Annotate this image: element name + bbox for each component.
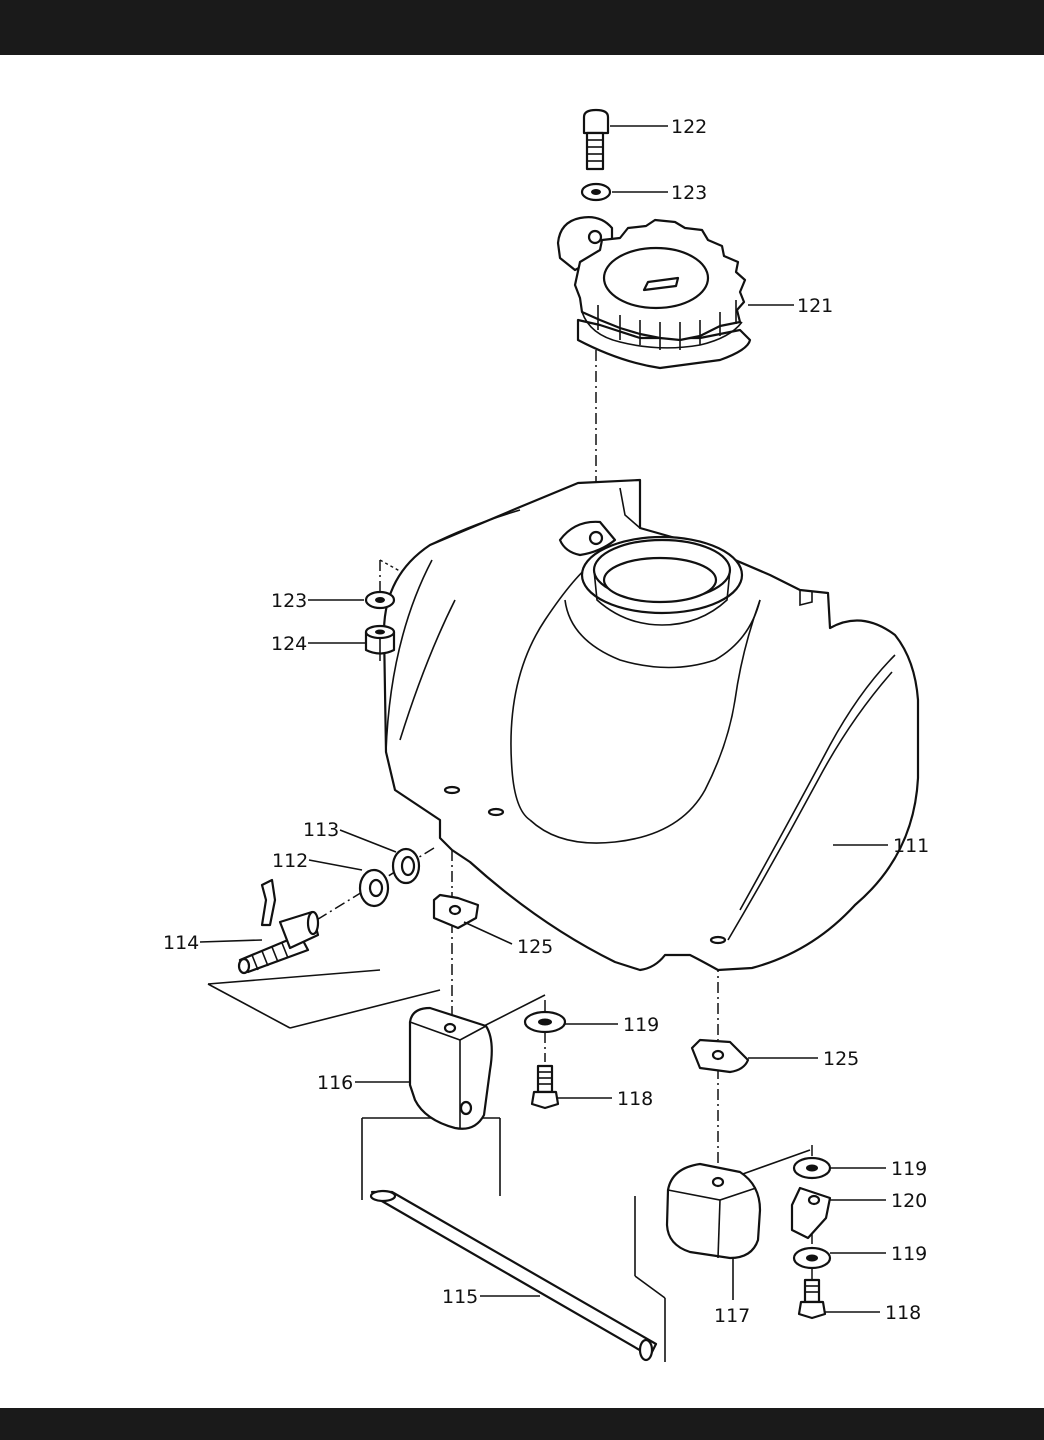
fuel-tank-111	[382, 478, 920, 972]
support-116	[408, 1006, 493, 1130]
label-119-right-lower: 119	[891, 1243, 927, 1265]
label-125-upper: 125	[517, 936, 553, 958]
top-band	[0, 0, 1044, 55]
label-123-top: 123	[671, 182, 707, 204]
bracket-125-upper	[432, 893, 480, 930]
label-112: 112	[272, 850, 308, 872]
fuel-cock-114	[237, 878, 320, 975]
assembly-lines	[207, 350, 813, 1362]
fuel-tube-115	[369, 1189, 658, 1362]
bolt-118-left	[530, 1064, 560, 1110]
label-118-left: 118	[617, 1088, 653, 1110]
washer-119-right-lower	[792, 1246, 832, 1270]
clamp-120	[790, 1186, 832, 1240]
label-113: 113	[303, 819, 339, 841]
label-123-left: 123	[271, 590, 307, 612]
part-labels: 122 123 121 123 124 113 112 114 125 111 …	[163, 116, 929, 1327]
label-120: 120	[891, 1190, 927, 1212]
label-124: 124	[271, 633, 307, 655]
washer-119-right-upper	[792, 1156, 832, 1180]
label-119-right-upper: 119	[891, 1158, 927, 1180]
label-116: 116	[317, 1072, 353, 1094]
label-115: 115	[442, 1286, 478, 1308]
label-117: 117	[714, 1305, 750, 1327]
support-117	[665, 1162, 762, 1260]
nut-124	[364, 624, 396, 655]
grommet-113	[391, 847, 421, 885]
fuel-cap-121	[556, 216, 752, 370]
label-125-lower: 125	[823, 1048, 859, 1070]
label-119-left: 119	[623, 1014, 659, 1036]
label-118-right: 118	[885, 1302, 921, 1324]
bolt-122	[582, 108, 610, 171]
washer-123-left	[364, 590, 396, 610]
bottom-band	[0, 1408, 1044, 1440]
bracket-125-lower	[690, 1038, 750, 1074]
washer-112	[358, 868, 390, 908]
label-121: 121	[797, 295, 833, 317]
label-122: 122	[671, 116, 707, 138]
washer-119-left	[523, 1010, 567, 1034]
washer-123-top	[580, 182, 612, 202]
leader-lines	[199, 125, 888, 1313]
label-111: 111	[893, 835, 929, 857]
bolt-118-right	[797, 1278, 827, 1320]
label-114: 114	[163, 932, 199, 954]
